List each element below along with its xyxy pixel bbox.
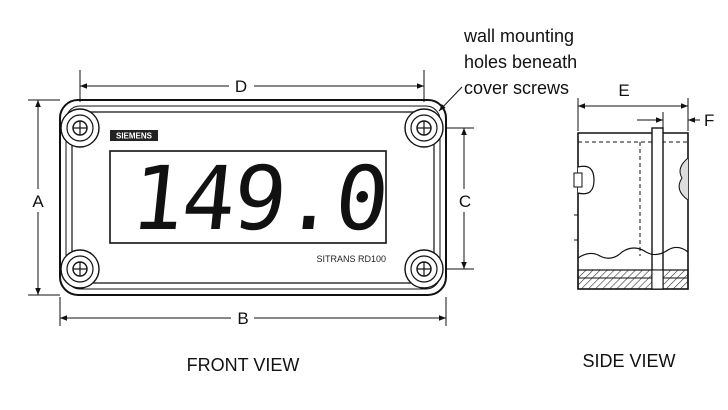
front-view: SIEMENS 149.0 SITRANS RD100 — [59, 99, 447, 296]
screw-top-right — [404, 108, 444, 148]
note-leader — [438, 86, 463, 112]
screw-bottom-right — [404, 249, 444, 289]
side-grip — [678, 157, 689, 201]
dim-d-label: D — [235, 77, 247, 96]
display-window — [109, 150, 387, 244]
side-view — [573, 127, 689, 290]
screw-top-left — [60, 108, 100, 148]
side-body — [577, 132, 689, 290]
dimension-f: F — [637, 111, 714, 130]
model-label: SITRANS RD100 — [316, 254, 386, 264]
note-line-3: cover screws — [464, 78, 569, 98]
dim-b-label: B — [237, 309, 248, 328]
dimension-c: C — [446, 127, 474, 270]
dimension-e: E — [577, 81, 689, 131]
side-flange — [651, 127, 664, 290]
dimension-d: D — [79, 70, 425, 102]
dim-e-label: E — [618, 81, 629, 100]
dim-c-label: C — [459, 192, 471, 211]
side-view-caption: SIDE VIEW — [582, 351, 675, 371]
dimension-b: B — [59, 297, 447, 328]
side-base-section — [577, 269, 689, 290]
screw-bottom-left — [60, 249, 100, 289]
note-line-2: holes beneath — [464, 52, 577, 72]
brand-badge — [110, 130, 158, 141]
mounting-note: wall mounting holes beneath cover screws — [438, 26, 577, 112]
front-view-caption: FRONT VIEW — [187, 355, 300, 375]
note-line-1: wall mounting — [463, 26, 574, 46]
display-reading: 149.0 — [126, 147, 392, 250]
cutaway-line — [577, 246, 689, 259]
dim-a-label: A — [32, 192, 44, 211]
enclosure-inner-rim — [65, 105, 441, 290]
brand-label: SIEMENS — [116, 132, 153, 141]
dim-f-label: F — [704, 111, 714, 130]
dimension-a: A — [28, 99, 60, 296]
